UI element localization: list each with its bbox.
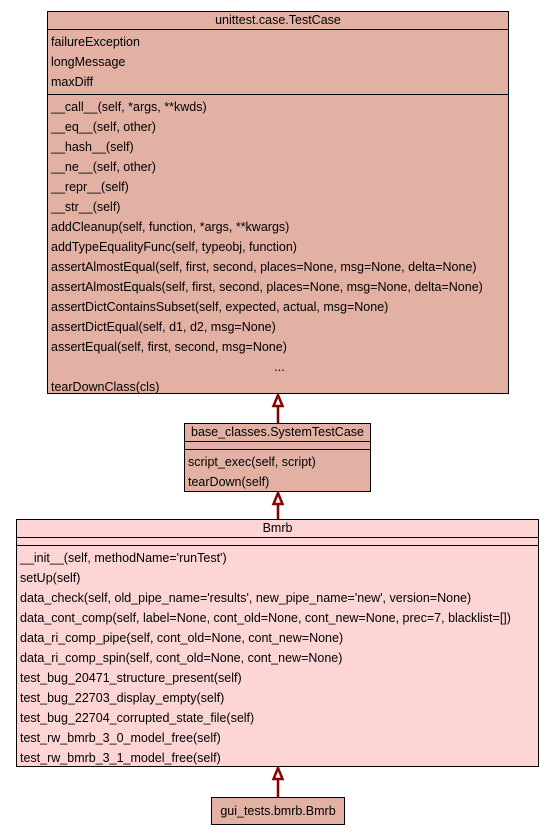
class-title: gui_tests.bmrb.Bmrb xyxy=(220,804,336,818)
attributes-section: failureException longMessage maxDiff xyxy=(48,30,508,95)
method: data_check(self, old_pipe_name='results'… xyxy=(20,591,472,605)
inheritance-arrow xyxy=(271,767,285,798)
method: assertDictContainsSubset(self, expected,… xyxy=(51,300,389,314)
class-system-test-case: base_classes.SystemTestCase script_exec(… xyxy=(184,423,371,492)
method: test_bug_22703_display_empty(self) xyxy=(20,691,225,705)
attributes-section xyxy=(185,442,370,450)
method: __call__(self, *args, **kwds) xyxy=(51,100,207,114)
inheritance-arrow xyxy=(271,492,285,520)
method: __eq__(self, other) xyxy=(51,120,156,134)
method: test_bug_20471_structure_present(self) xyxy=(20,671,242,685)
method: __hash__(self) xyxy=(51,140,134,154)
class-title: Bmrb xyxy=(17,520,538,538)
attribute: longMessage xyxy=(51,55,126,69)
method: data_cont_comp(self, label=None, cont_ol… xyxy=(20,611,511,625)
method: __str__(self) xyxy=(51,200,121,214)
method: __ne__(self, other) xyxy=(51,160,156,174)
class-title: base_classes.SystemTestCase xyxy=(185,424,370,442)
attribute: maxDiff xyxy=(51,75,94,89)
method: tearDown(self) xyxy=(188,475,270,489)
method: test_bug_22704_corrupted_state_file(self… xyxy=(20,711,255,725)
attribute: failureException xyxy=(51,35,140,49)
method: tearDownClass(cls) xyxy=(51,380,160,394)
class-bmrb: Bmrb __init__(self, methodName='runTest'… xyxy=(16,519,539,767)
class-testcase: unittest.case.TestCase failureException … xyxy=(47,11,509,394)
method: __init__(self, methodName='runTest') xyxy=(20,551,227,565)
attributes-section xyxy=(17,538,538,546)
class-gui-tests-bmrb: gui_tests.bmrb.Bmrb xyxy=(211,797,345,825)
method: assertDictEqual(self, d1, d2, msg=None) xyxy=(51,320,276,334)
methods-section: __init__(self, methodName='runTest') set… xyxy=(17,546,538,770)
class-title: unittest.case.TestCase xyxy=(48,12,508,30)
method: test_rw_bmrb_3_1_model_free(self) xyxy=(20,751,221,765)
ellipsis: ... xyxy=(274,360,285,374)
method: data_ri_comp_pipe(self, cont_old=None, c… xyxy=(20,631,344,645)
method: assertEqual(self, first, second, msg=Non… xyxy=(51,340,287,354)
method: assertAlmostEquals(self, first, second, … xyxy=(51,280,483,294)
method: addTypeEqualityFunc(self, typeobj, funct… xyxy=(51,240,297,254)
methods-section: __call__(self, *args, **kwds) __eq__(sel… xyxy=(48,95,508,399)
method: __repr__(self) xyxy=(51,180,129,194)
method: addCleanup(self, function, *args, **kwar… xyxy=(51,220,290,234)
inheritance-arrow xyxy=(271,394,285,424)
method: test_rw_bmrb_3_0_model_free(self) xyxy=(20,731,221,745)
method: data_ri_comp_spin(self, cont_old=None, c… xyxy=(20,651,343,665)
method: assertAlmostEqual(self, first, second, p… xyxy=(51,260,477,274)
method: script_exec(self, script) xyxy=(188,455,316,469)
method: setUp(self) xyxy=(20,571,81,585)
methods-section: script_exec(self, script) tearDown(self) xyxy=(185,450,370,494)
